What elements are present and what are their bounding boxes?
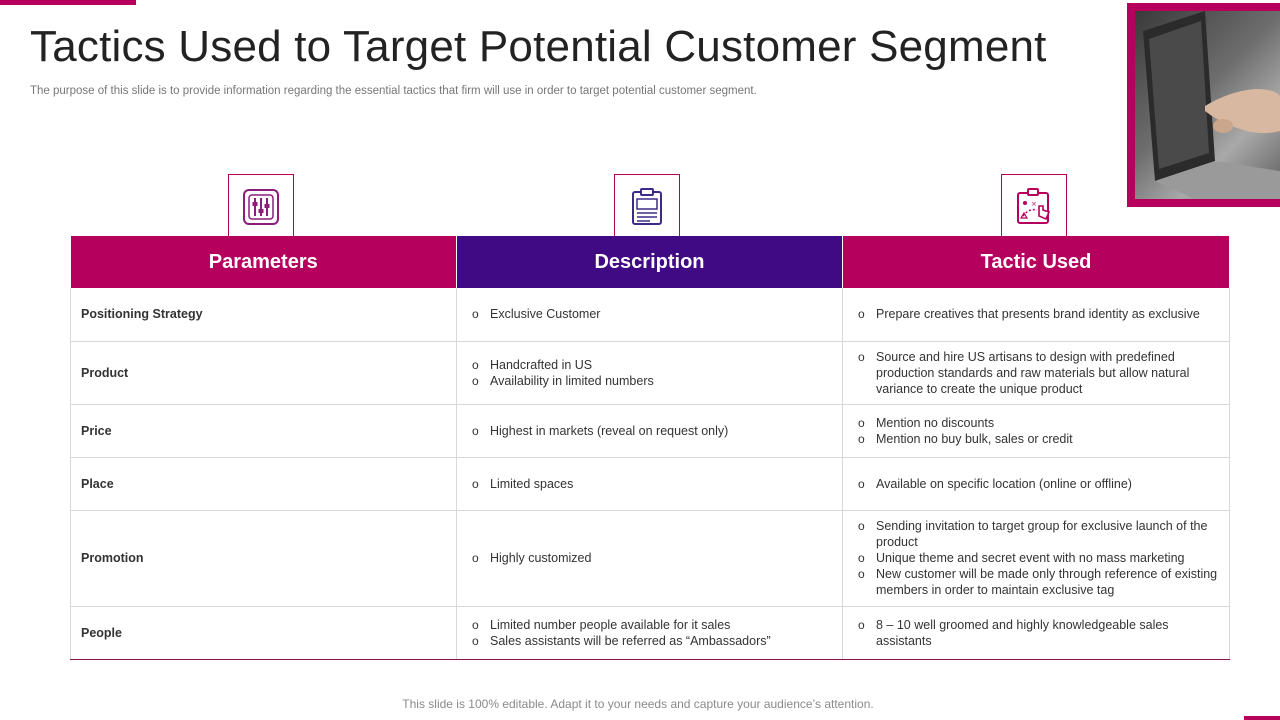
row-description: Highly customized bbox=[456, 510, 843, 607]
row-tactics: Mention no discounts Mention no buy bulk… bbox=[842, 404, 1230, 458]
tactic-item: Mention no discounts bbox=[858, 415, 1219, 431]
row-description: Limited spaces bbox=[456, 457, 843, 511]
row-description: Limited number people available for it s… bbox=[456, 606, 843, 660]
row-parameter: People bbox=[70, 606, 457, 660]
strategy-board-icon: × bbox=[1017, 188, 1051, 224]
row-tactics: Source and hire US artisans to design wi… bbox=[842, 341, 1230, 405]
description-item: Highest in markets (reveal on request on… bbox=[472, 423, 832, 439]
table-row: Promotion Highly customized Sending invi… bbox=[70, 510, 1230, 607]
description-item: Exclusive Customer bbox=[472, 306, 832, 322]
slide-subtitle: The purpose of this slide is to provide … bbox=[30, 85, 757, 97]
tactic-item: 8 – 10 well groomed and highly knowledge… bbox=[858, 617, 1219, 649]
description-item: Sales assistants will be referred as “Am… bbox=[472, 633, 832, 649]
row-tactics: Prepare creatives that presents brand id… bbox=[842, 288, 1230, 342]
clipboard-icon bbox=[632, 188, 662, 225]
table-row: Product Handcrafted in US Availability i… bbox=[70, 341, 1230, 405]
tactic-item: New customer will be made only through r… bbox=[858, 566, 1219, 598]
laptop-photo bbox=[1135, 11, 1280, 199]
row-parameter: Product bbox=[70, 341, 457, 405]
sliders-icon bbox=[243, 189, 279, 225]
tactic-item: Sending invitation to target group for e… bbox=[858, 518, 1219, 550]
description-item: Highly customized bbox=[472, 550, 832, 566]
row-tactics: Sending invitation to target group for e… bbox=[842, 510, 1230, 607]
description-item: Limited number people available for it s… bbox=[472, 617, 832, 633]
svg-text:×: × bbox=[1031, 200, 1037, 208]
header-tactic-used: Tactic Used bbox=[842, 236, 1230, 288]
parameters-icon-box bbox=[228, 174, 294, 240]
tactic-item: Available on specific location (online o… bbox=[858, 476, 1219, 492]
row-description: Exclusive Customer bbox=[456, 288, 843, 342]
table-row: Place Limited spaces Available on specif… bbox=[70, 457, 1230, 511]
row-parameter: Promotion bbox=[70, 510, 457, 607]
row-description: Handcrafted in US Availability in limite… bbox=[456, 341, 843, 405]
description-item: Limited spaces bbox=[472, 476, 832, 492]
header-parameters: Parameters bbox=[70, 236, 457, 288]
photo-frame bbox=[1127, 3, 1280, 207]
row-tactics: Available on specific location (online o… bbox=[842, 457, 1230, 511]
tactic-item: Source and hire US artisans to design wi… bbox=[858, 349, 1219, 397]
table-row: People Limited number people available f… bbox=[70, 606, 1230, 660]
header-description: Description bbox=[456, 236, 843, 288]
top-accent-bar bbox=[0, 0, 136, 5]
row-parameter: Price bbox=[70, 404, 457, 458]
description-item: Availability in limited numbers bbox=[472, 373, 832, 389]
laptop-photo-illustration bbox=[1143, 11, 1280, 199]
row-parameter: Place bbox=[70, 457, 457, 511]
table-row: Positioning Strategy Exclusive Customer … bbox=[70, 288, 1230, 342]
slide-title: Tactics Used to Target Potential Custome… bbox=[30, 22, 1047, 71]
description-icon-box bbox=[614, 174, 680, 240]
tactic-item: Mention no buy bulk, sales or credit bbox=[858, 431, 1219, 447]
table-header-row: Parameters Description Tactic Used bbox=[70, 236, 1230, 288]
footer-note: This slide is 100% editable. Adapt it to… bbox=[402, 697, 874, 711]
bottom-accent-bar bbox=[1244, 716, 1280, 720]
row-parameter: Positioning Strategy bbox=[70, 288, 457, 342]
tactic-item: Unique theme and secret event with no ma… bbox=[858, 550, 1219, 566]
row-description: Highest in markets (reveal on request on… bbox=[456, 404, 843, 458]
tactic-item: Prepare creatives that presents brand id… bbox=[858, 306, 1219, 322]
tactics-table: Parameters Description Tactic Used Posit… bbox=[70, 236, 1230, 660]
table-row: Price Highest in markets (reveal on requ… bbox=[70, 404, 1230, 458]
row-tactics: 8 – 10 well groomed and highly knowledge… bbox=[842, 606, 1230, 660]
description-item: Handcrafted in US bbox=[472, 357, 832, 373]
tactic-icon-box: × bbox=[1001, 174, 1067, 240]
